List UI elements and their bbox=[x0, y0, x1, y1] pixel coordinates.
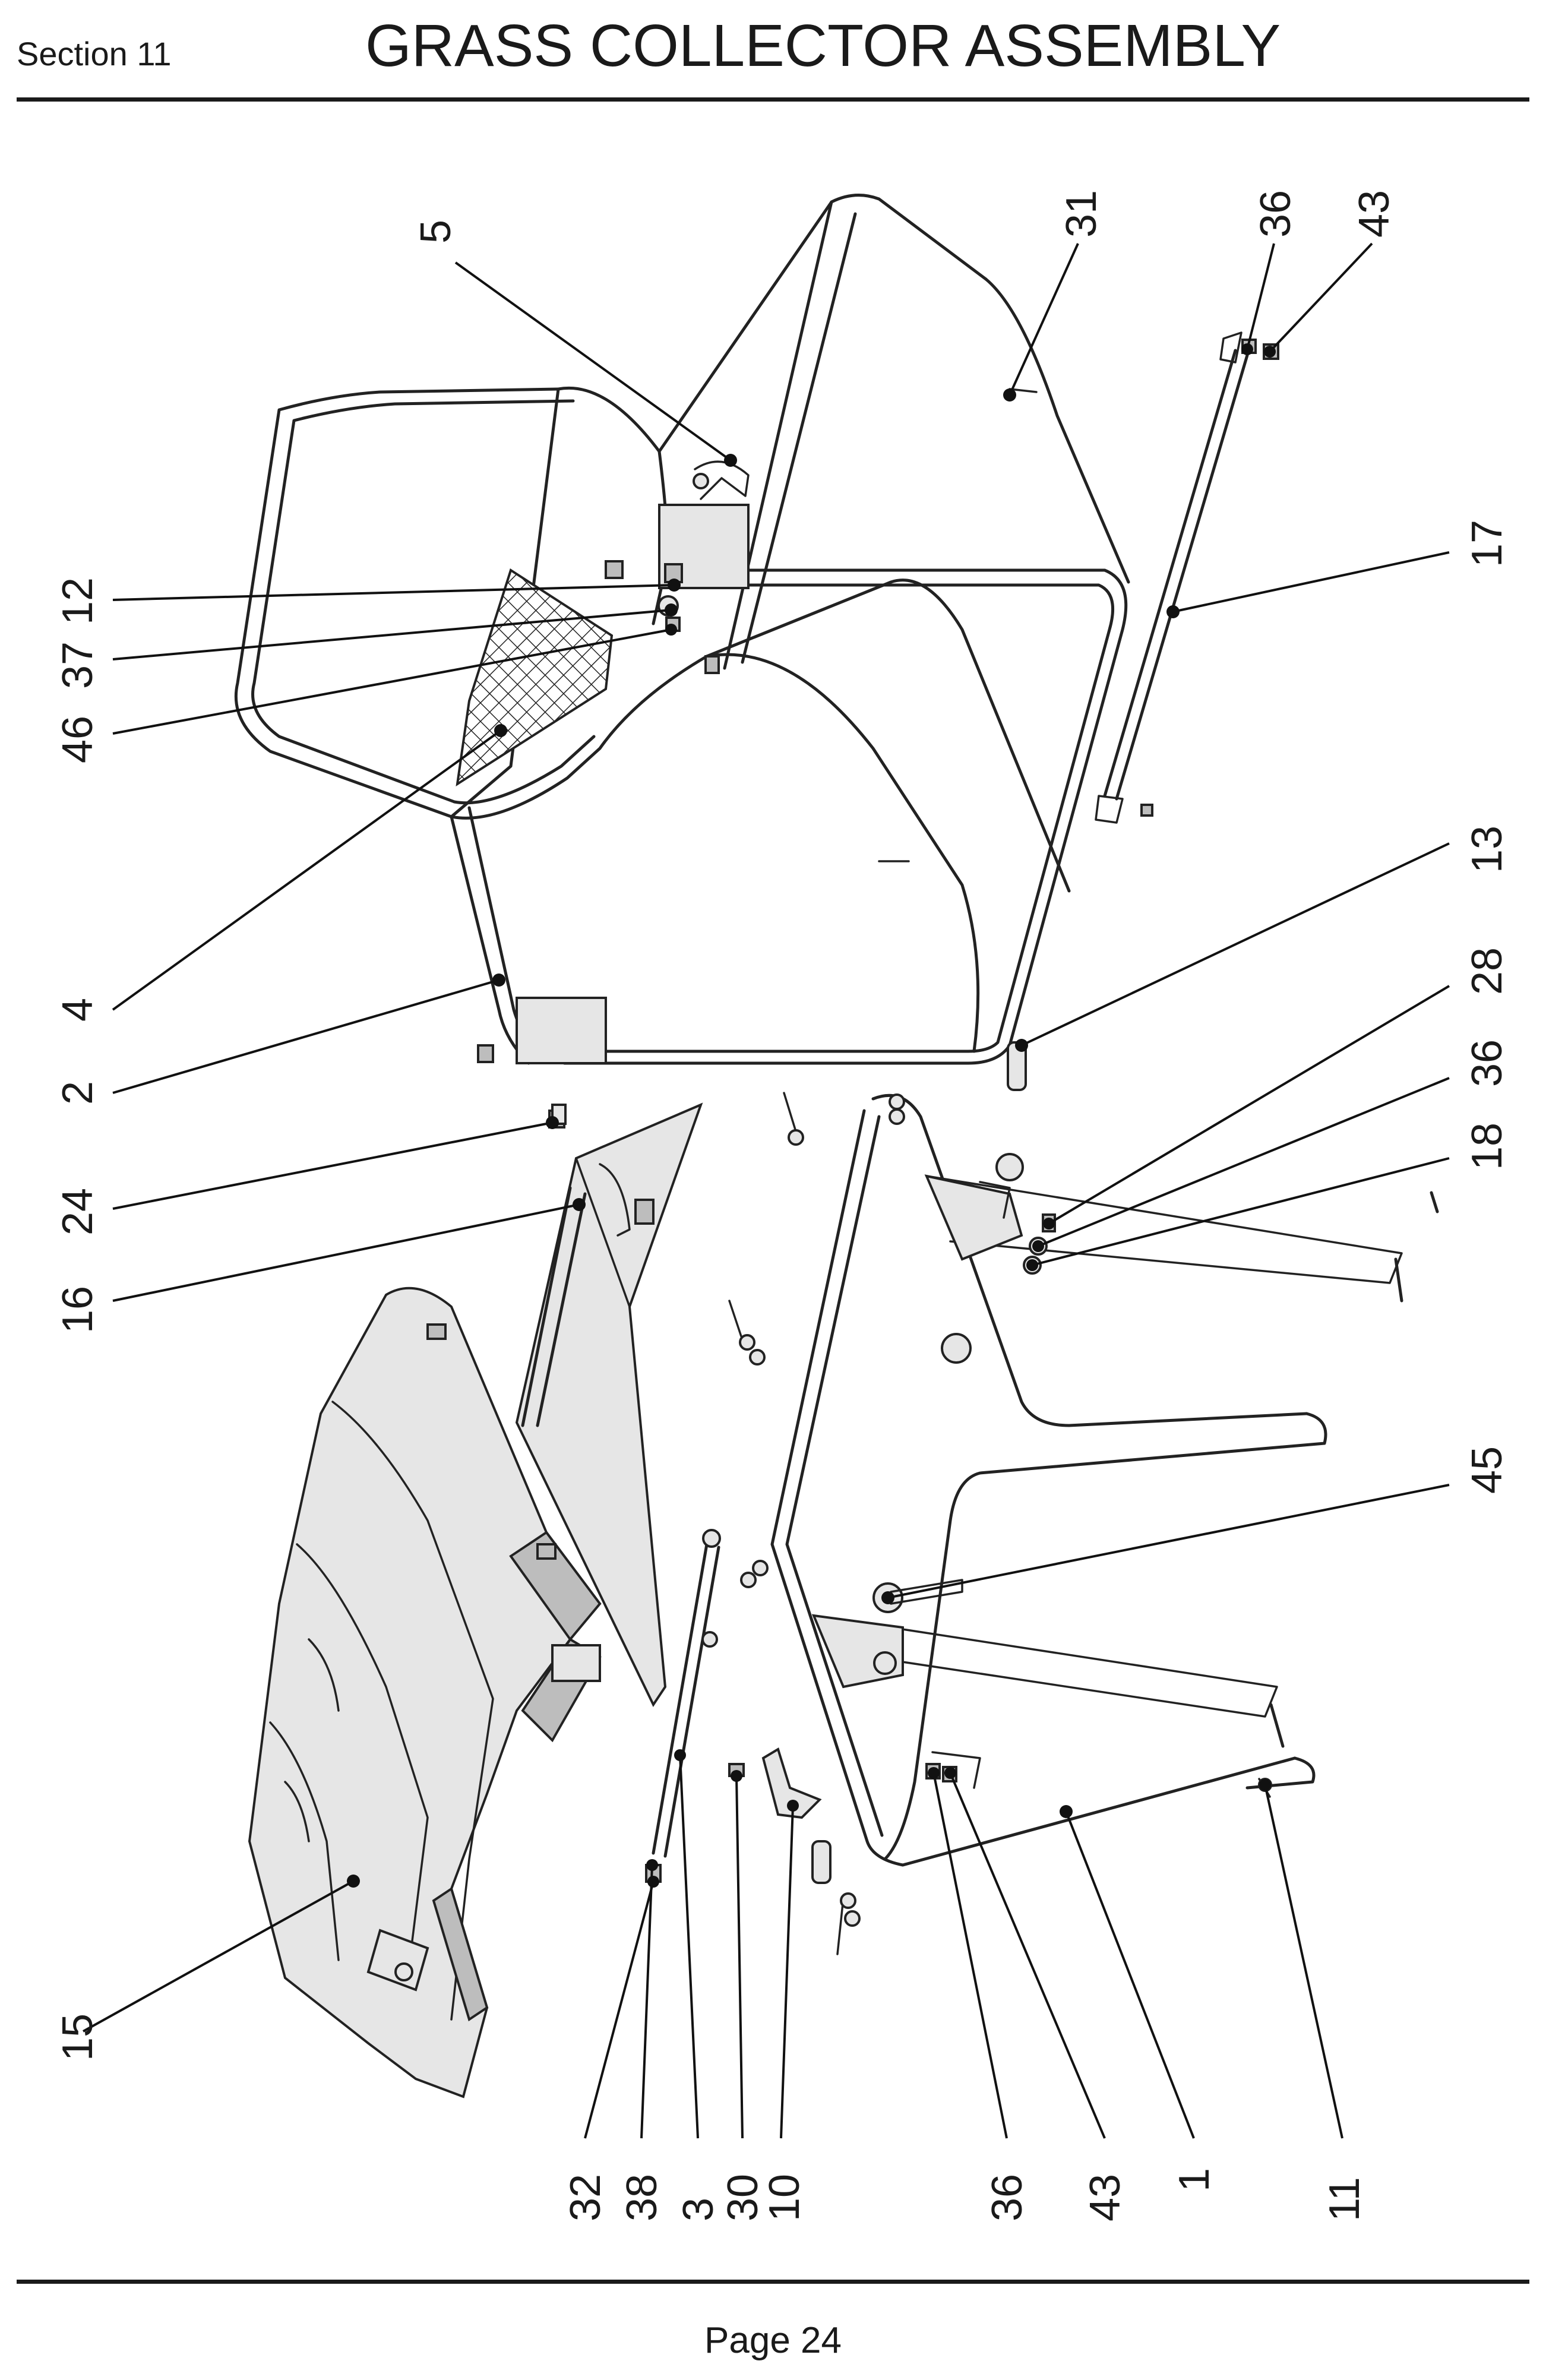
upper-tube-frame bbox=[234, 194, 1130, 1129]
header-rule bbox=[17, 97, 1529, 102]
callout-17: 17 bbox=[1463, 520, 1511, 567]
callout-18: 18 bbox=[1463, 1123, 1511, 1170]
callout-45: 45 bbox=[1463, 1446, 1511, 1494]
page-number: Page 24 bbox=[704, 2320, 842, 2361]
callout-4: 4 bbox=[54, 998, 102, 1022]
callout-1: 1 bbox=[1171, 2168, 1218, 2192]
callout-16: 16 bbox=[54, 1286, 102, 1333]
callout-labels: 5 31 36 43 17 12 37 46 4 2 13 28 36 18 2… bbox=[54, 190, 1511, 2221]
callout-36-bottom: 36 bbox=[984, 2174, 1031, 2221]
callout-13: 13 bbox=[1463, 826, 1511, 873]
callout-30: 30 bbox=[719, 2174, 767, 2221]
side-panel bbox=[515, 1102, 703, 1708]
callout-15: 15 bbox=[54, 2014, 102, 2061]
callout-24: 24 bbox=[54, 1188, 102, 1235]
callout-46: 46 bbox=[54, 716, 102, 763]
callout-32: 32 bbox=[562, 2174, 609, 2221]
hardware-items bbox=[551, 1041, 1439, 1955]
callout-36-top: 36 bbox=[1252, 190, 1300, 238]
side-rail bbox=[1095, 331, 1279, 824]
callout-43-top: 43 bbox=[1351, 190, 1398, 238]
callout-3: 3 bbox=[675, 2198, 722, 2221]
callout-2: 2 bbox=[54, 1081, 102, 1105]
callout-10: 10 bbox=[761, 2174, 808, 2221]
callout-11: 11 bbox=[1321, 2177, 1368, 2221]
callout-28: 28 bbox=[1463, 947, 1511, 995]
callout-37: 37 bbox=[54, 641, 102, 689]
callout-31: 31 bbox=[1058, 190, 1105, 238]
lower-tube-frame bbox=[770, 1093, 1403, 1867]
grass-collector-cover bbox=[248, 1287, 602, 2098]
callout-5: 5 bbox=[412, 220, 460, 244]
callout-12: 12 bbox=[54, 577, 102, 625]
leader-lines bbox=[83, 242, 1450, 2139]
page-title: GRASS COLLECTOR ASSEMBLY bbox=[365, 12, 1281, 79]
section-label: Section 11 bbox=[17, 35, 172, 72]
callout-38: 38 bbox=[618, 2174, 666, 2221]
callout-36-mid: 36 bbox=[1463, 1039, 1511, 1087]
footer-rule bbox=[17, 2280, 1529, 2284]
callout-43-bottom: 43 bbox=[1082, 2174, 1129, 2221]
